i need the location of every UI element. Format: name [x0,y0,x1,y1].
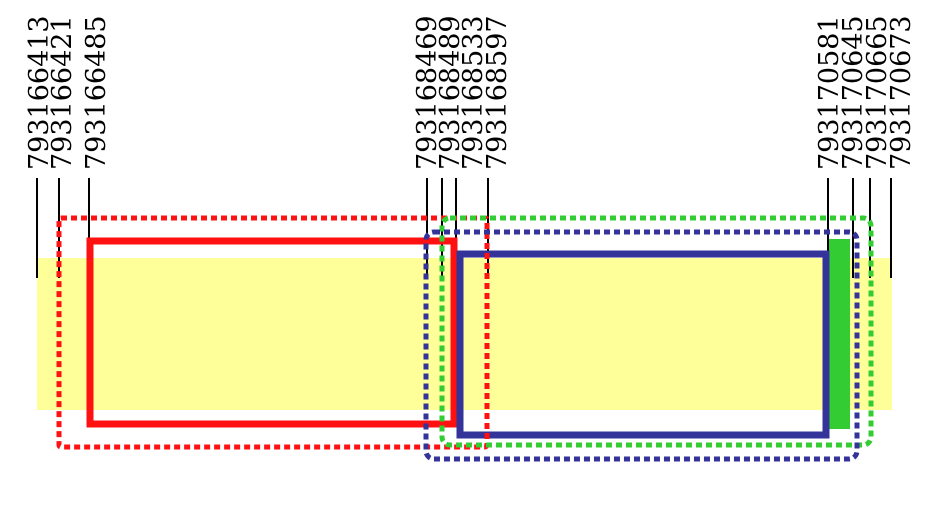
coordinate-label: 793168533 [458,15,489,170]
coordinate-label: 793166485 [81,15,112,170]
coordinate-labels: 793166413 793166421 793166485 793168469 … [24,15,917,170]
red-dotted-box [56,215,490,450]
coordinate-label: 793168469 [412,15,443,170]
coordinate-label: 793170581 [814,15,845,170]
green-dotted-box [439,215,874,448]
green-solid-bar [829,239,850,429]
coordinate-label: 793170645 [838,15,869,170]
coordinate-label: 793166421 [47,15,78,170]
coordinate-label: 793170665 [862,15,893,170]
background-band [37,258,892,410]
blue-solid-box [456,250,830,439]
red-solid-box [86,237,458,428]
coordinate-label: 793170673 [886,15,917,170]
coordinate-label: 793168489 [435,15,466,170]
blue-dotted-box [423,229,860,462]
coordinate-label: 793166413 [24,15,55,170]
coordinate-label: 793168597 [482,15,513,170]
